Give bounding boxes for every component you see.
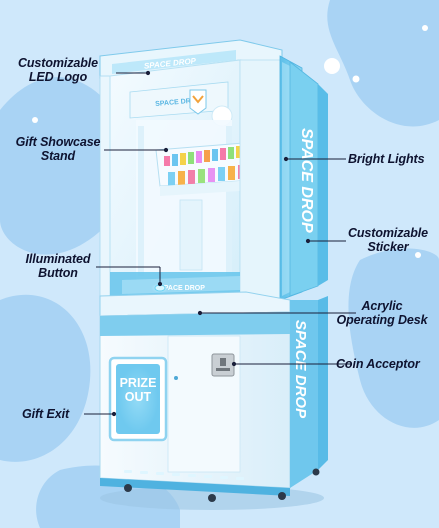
label-illuminated-button: Illuminated Button: [16, 252, 100, 280]
lower-side-sticker-text: SPACE DROP: [292, 320, 309, 419]
label-sticker-line-2: Sticker: [367, 240, 409, 254]
label-coin-acceptor-text: Coin Acceptor: [336, 357, 420, 371]
label-bright-lights: Bright Lights: [348, 152, 438, 166]
label-led-logo: Customizable LED Logo: [6, 56, 110, 84]
label-bright-lights-text: Bright Lights: [348, 152, 425, 166]
callout-lines: [84, 70, 356, 417]
label-gift-showcase-line-2: Stand: [40, 149, 76, 163]
exit-sign-line-1: PRIZE: [119, 376, 157, 390]
label-acrylic-desk: Acrylic Operating Desk: [326, 299, 438, 327]
label-gift-showcase: Gift Showcase Stand: [4, 135, 112, 163]
claw-machine: SPACE DROP SPACE DROP: [99, 39, 328, 502]
label-acrylic-desk-line-2: Operating Desk: [336, 313, 428, 327]
label-gift-exit: Gift Exit: [22, 407, 86, 421]
label-led-logo-line-1: Customizable: [17, 56, 99, 70]
label-illuminated-button-line-2: Button: [38, 266, 78, 280]
exit-sign: PRIZE OUT: [116, 376, 160, 404]
label-acrylic-desk-line-1: Acrylic: [361, 299, 403, 313]
inner-logo-text: SPACE DROP: [155, 97, 202, 108]
label-gift-exit-text: Gift Exit: [22, 407, 70, 421]
desk-logo-text: SPACE DROP: [159, 285, 205, 292]
label-sticker-line-1: Customizable: [347, 226, 429, 240]
label-coin-acceptor: Coin Acceptor: [336, 357, 438, 371]
label-customizable-sticker: Customizable Sticker: [338, 226, 438, 254]
exit-sign-line-2: OUT: [124, 390, 152, 404]
base-lights: [124, 470, 244, 480]
label-gift-showcase-line-1: Gift Showcase: [15, 135, 101, 149]
side-sticker-text: SPACE DROP: [298, 128, 315, 233]
label-illuminated-button-line-1: Illuminated: [25, 252, 91, 266]
label-led-logo-line-2: LED Logo: [28, 70, 88, 84]
